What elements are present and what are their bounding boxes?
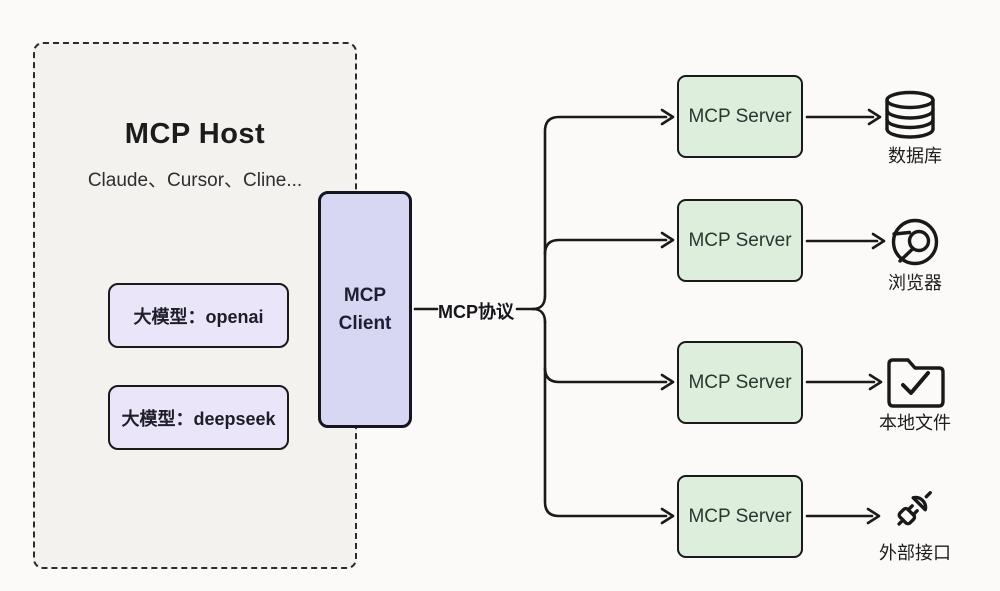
branch-line-server2 [543, 238, 668, 256]
arrowhead-server2 [660, 231, 675, 249]
model-box-openai: 大模型：openai [108, 283, 289, 348]
mcp-server-box-plug: MCP Server [677, 475, 803, 558]
arrowhead-server3 [660, 373, 675, 391]
model-box-deepseek: 大模型：deepseek [108, 385, 289, 450]
arrowhead-server4 [660, 507, 675, 525]
browser-caption: 浏览器 [888, 273, 942, 293]
database-icon [885, 90, 935, 139]
brace-lower-curve [531, 307, 547, 324]
local-files-icon [887, 358, 945, 408]
mcp-host-subtitle: Claude、Cursor、Cline... [87, 170, 303, 191]
mcp-server-label: MCP Server [688, 229, 792, 251]
browser-icon [891, 218, 939, 266]
arrowhead-browser [871, 232, 886, 250]
model-openai-label: 大模型：openai [133, 306, 264, 327]
branch-line-server4 [543, 320, 668, 518]
arrowhead-plug [866, 507, 881, 525]
branch-line-server3 [543, 366, 668, 384]
mcp-server-label: MCP Server [688, 371, 792, 393]
mcp-server-box-database: MCP Server [677, 75, 803, 158]
model-deepseek-label: 大模型：deepseek [121, 408, 276, 429]
arrowhead-database [867, 108, 882, 126]
arrowhead-files [868, 373, 883, 391]
plug-icon [897, 491, 932, 526]
branch-line-server1 [543, 115, 668, 298]
brace-upper-curve [531, 294, 547, 311]
mcp-server-box-files: MCP Server [677, 341, 803, 424]
arrowhead-server1 [660, 108, 675, 126]
mcp-protocol-label: MCP协议 [438, 302, 514, 322]
mcp-client-box: MCP Client [318, 191, 412, 428]
mcp-client-label: MCP Client [338, 284, 392, 334]
mcp-server-box-browser: MCP Server [677, 199, 803, 282]
local-files-caption: 本地文件 [879, 413, 951, 433]
database-caption: 数据库 [888, 146, 942, 166]
mcp-server-label: MCP Server [688, 105, 792, 127]
external-interface-caption: 外部接口 [879, 543, 951, 563]
mcp-host-title: MCP Host [124, 118, 266, 150]
mcp-server-label: MCP Server [688, 505, 792, 527]
